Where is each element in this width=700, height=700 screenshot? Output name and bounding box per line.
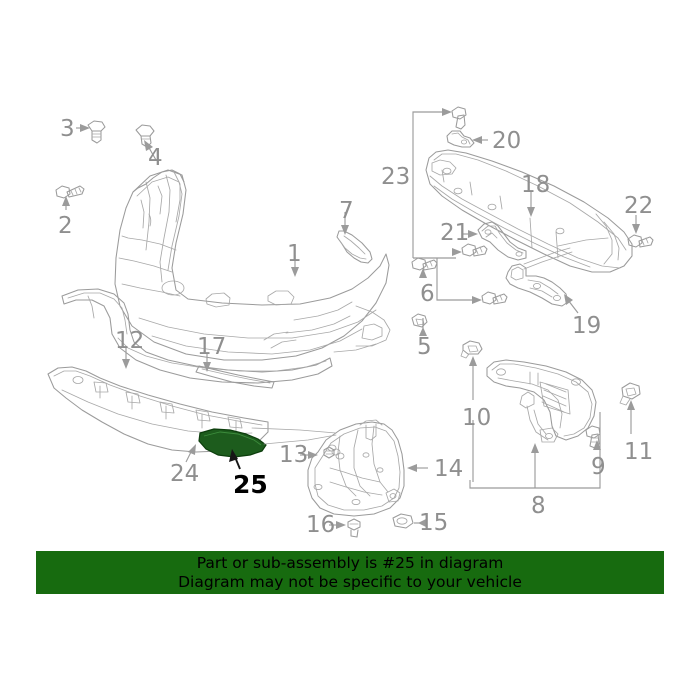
bracket-20-drawing [446,130,475,148]
leader-lines [62,108,640,529]
callout-label-12[interactable]: 12 [115,328,145,354]
clip-16-drawing [347,518,361,538]
callout-label-24[interactable]: 24 [170,461,200,487]
rear-bumper-cover-drawing [114,169,391,361]
nut-5-drawing [411,313,428,328]
callout-label-18[interactable]: 18 [521,172,551,198]
bracket-19-drawing [505,247,573,307]
callout-label-4[interactable]: 4 [148,145,163,171]
molding-17-drawing [195,365,275,389]
callout-label-6[interactable]: 6 [420,281,435,307]
callout-label-25-highlighted[interactable]: 25 [233,470,268,499]
nut-15-drawing [392,513,414,529]
lower-reinforcement-24-drawing [47,366,269,453]
callout-label-1[interactable]: 1 [287,241,302,267]
callout-label-10[interactable]: 10 [462,405,492,431]
callout-label-23[interactable]: 23 [381,164,411,190]
bolt-2-drawing [55,185,85,199]
callout-label-16[interactable]: 16 [306,512,336,538]
callout-label-3[interactable]: 3 [60,116,75,142]
callout-label-19[interactable]: 19 [572,313,602,339]
callout-label-15[interactable]: 15 [419,510,449,536]
callout-label-21[interactable]: 21 [440,220,470,246]
screw-6-drawing [411,257,438,271]
callout-label-2[interactable]: 2 [58,213,73,239]
clip-13-drawing [323,446,335,459]
reflector-7-drawing [336,230,373,264]
side-bracket-8-drawing [486,359,597,443]
callout-label-8[interactable]: 8 [531,493,546,519]
retainer-10-drawing [460,340,483,359]
callout-label-14[interactable]: 14 [434,456,464,482]
screw-group-23-drawing [451,106,508,305]
banner-line-disclaimer: Diagram may not be specific to your vehi… [178,572,522,591]
clip-3-drawing [87,120,106,144]
bolt-22-drawing [627,234,654,248]
part-info-banner: Part or sub-assembly is #25 in diagram D… [36,551,664,594]
callout-label-22[interactable]: 22 [624,193,654,219]
bracket-21-drawing [477,221,527,261]
banner-line-part-number: Part or sub-assembly is #25 in diagram [196,553,504,572]
callout-label-11[interactable]: 11 [624,439,654,465]
callout-label-9[interactable]: 9 [591,454,606,480]
callout-label-5[interactable]: 5 [417,334,432,360]
callout-label-17[interactable]: 17 [197,334,227,360]
lower-valance-12-drawing [61,288,333,384]
splash-shield-14-drawing [251,419,405,517]
callout-label-7[interactable]: 7 [339,198,354,224]
bumper-reinforcement-18-drawing [425,149,633,273]
clip-11-drawing [619,382,641,406]
callout-label-20[interactable]: 20 [492,128,522,154]
rear-reflector-25-drawing [198,428,267,458]
callout-label-13[interactable]: 13 [279,442,309,468]
